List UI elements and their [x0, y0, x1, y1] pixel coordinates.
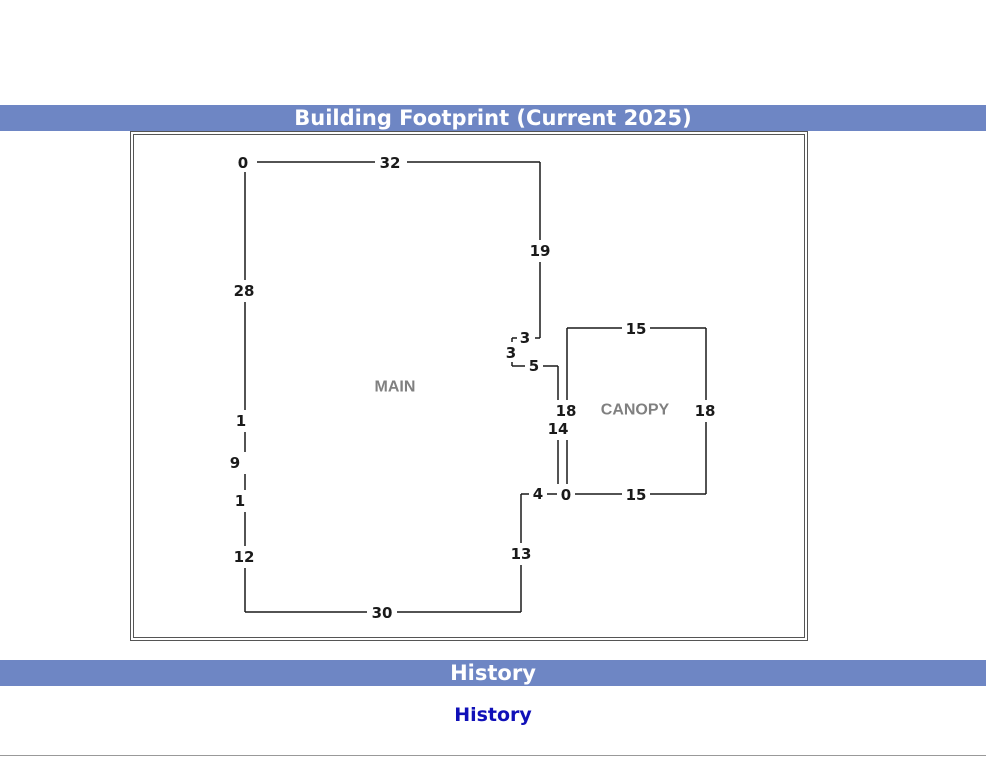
area-label-canopy: CANOPY	[601, 402, 670, 419]
dim-main-left-a: 1	[236, 412, 246, 430]
dim-main-step-c: 5	[529, 357, 539, 375]
dim-main-right-mid: 14	[548, 420, 569, 438]
dim-main-step-a: 3	[520, 329, 530, 347]
sketch-border	[133, 134, 805, 638]
dim-canopy-corner: 0	[561, 486, 571, 504]
dim-main-left-upper: 28	[234, 282, 255, 300]
dim-main-step-d: 4	[533, 485, 543, 503]
dim-canopy-right: 18	[695, 402, 716, 420]
dim-main-top: 32	[380, 154, 401, 172]
dim-main-left-lower: 12	[234, 548, 255, 566]
dim-canopy-left: 18	[556, 402, 577, 420]
dim-main-left-b: 9	[230, 454, 240, 472]
dim-main-left-c: 1	[235, 492, 245, 510]
footprint-section-header: Building Footprint (Current 2025)	[0, 105, 986, 131]
dim-main-step-b: 3	[506, 344, 516, 362]
dim-canopy-top: 15	[626, 320, 647, 338]
footprint-drawing: 0 32 19 3 3 5 14 4 13 30 28 1 9	[229, 152, 720, 622]
history-link[interactable]: History	[454, 704, 532, 726]
building-sketch: 0 32 19 3 3 5 14 4 13 30 28 1 9	[130, 131, 808, 641]
area-label-main: MAIN	[375, 379, 416, 396]
dim-canopy-bottom: 15	[626, 486, 647, 504]
bottom-divider	[0, 755, 986, 756]
dim-main-top-left: 0	[238, 154, 248, 172]
dim-main-right-lower: 13	[511, 545, 532, 563]
dim-main-bottom: 30	[372, 604, 393, 622]
history-section-header: History	[0, 660, 986, 686]
dim-main-right-upper: 19	[530, 242, 551, 260]
